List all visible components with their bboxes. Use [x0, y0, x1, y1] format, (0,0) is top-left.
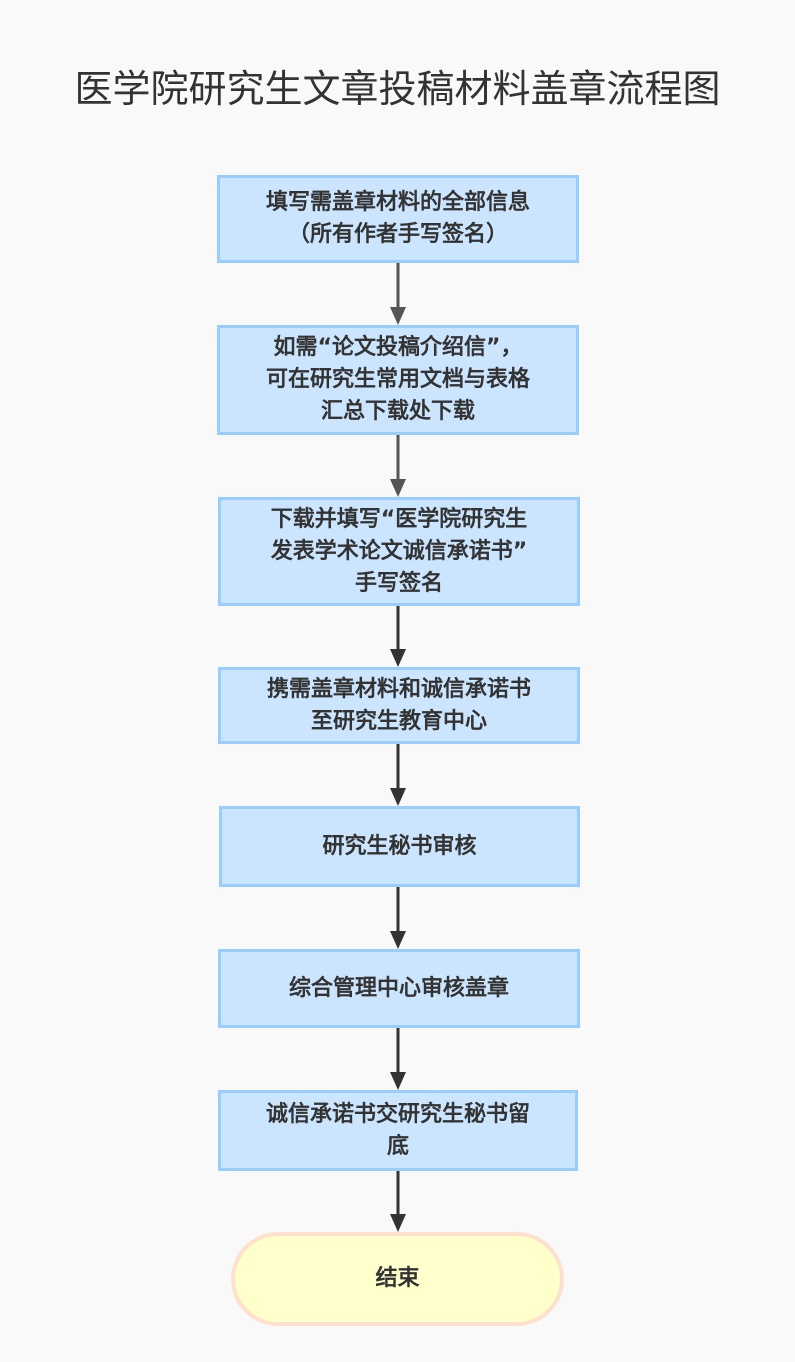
- arrowhead-icon: [390, 1214, 406, 1232]
- connector-arrow-1: [390, 263, 406, 325]
- connector-arrow-5: [390, 887, 406, 949]
- process-node-archive-pledge: 诚信承诺书交研究生秘书留 底: [218, 1090, 578, 1171]
- process-node-secretary-review: 研究生秘书审核: [219, 806, 580, 887]
- arrowhead-icon: [390, 307, 406, 325]
- arrowhead-icon: [390, 479, 406, 497]
- process-node-fill-info: 填写需盖章材料的全部信息 （所有作者手写签名）: [217, 175, 579, 263]
- arrowhead-icon: [390, 649, 406, 667]
- connector-arrow-3: [390, 606, 406, 667]
- process-node-go-to-center: 携需盖章材料和诚信承诺书 至研究生教育中心: [218, 667, 580, 744]
- connector-arrow-2: [390, 435, 406, 497]
- terminal-node-end: 结束: [231, 1232, 564, 1326]
- diagram-title: 医学院研究生文章投稿材料盖章流程图: [74, 67, 721, 111]
- process-node-stamp-approval: 综合管理中心审核盖章: [218, 949, 580, 1028]
- connector-arrow-6: [390, 1028, 406, 1090]
- connector-arrow-7: [390, 1171, 406, 1232]
- process-node-integrity-pledge: 下载并填写“医学院研究生 发表学术论文诚信承诺书” 手写签名: [218, 497, 580, 606]
- connector-arrow-4: [390, 744, 406, 806]
- arrowhead-icon: [390, 1072, 406, 1090]
- arrowhead-icon: [390, 788, 406, 806]
- arrowhead-icon: [390, 931, 406, 949]
- process-node-download-letter: 如需“论文投稿介绍信”， 可在研究生常用文档与表格 汇总下载处下载: [217, 325, 579, 435]
